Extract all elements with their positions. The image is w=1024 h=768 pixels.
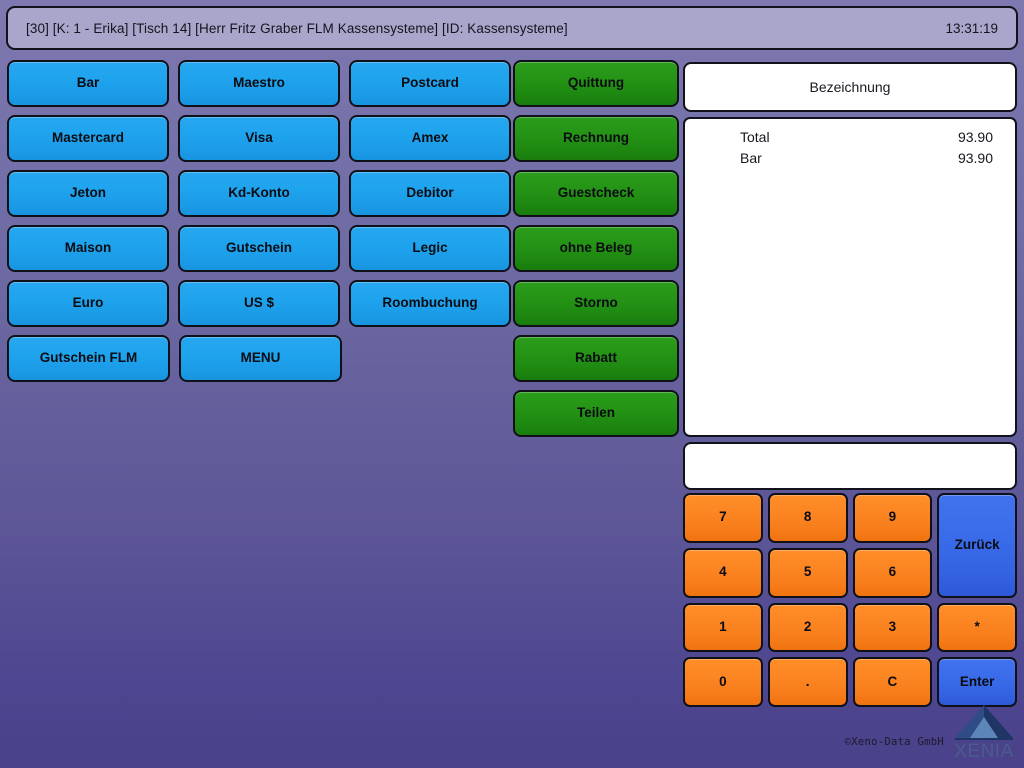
receipt-row-amount: 93.90 [957,150,993,166]
payment-button-visa[interactable]: Visa [178,115,340,162]
receipt-row-label: Bar [740,150,762,166]
receipt-header-label: Bezeichnung [809,79,891,95]
action-button-storno[interactable]: Storno [513,280,679,327]
branding: ©Xeno-Data GmbH XENIA [845,704,1016,764]
keypad-5[interactable]: 5 [767,547,848,598]
keypad-0[interactable]: 0 [683,657,763,707]
keypad-2[interactable]: 2 [767,602,848,653]
xenia-logo: XENIA [952,704,1016,764]
payment-button-menu[interactable]: MENU [179,335,342,382]
payment-button-jeton[interactable]: Jeton [7,170,169,217]
keypad-enter[interactable]: Enter [937,657,1017,707]
payment-button-gutschein[interactable]: Gutschein [178,225,340,272]
keypad-8[interactable]: 8 [767,493,848,543]
payment-button-roombuchung[interactable]: Roombuchung [349,280,511,327]
titlebar-clock: 13:31:19 [945,20,998,36]
payment-button-maison[interactable]: Maison [7,225,169,272]
action-button-guestcheck[interactable]: Guestcheck [513,170,679,217]
payment-button-legic[interactable]: Legic [349,225,511,272]
action-button-rabatt[interactable]: Rabatt [513,335,679,382]
payment-button-bar[interactable]: Bar [7,60,169,107]
keypad-9[interactable]: 9 [852,493,933,543]
titlebar: [30] [K: 1 - Erika] [Tisch 14] [Herr Fri… [6,6,1018,50]
pyramid-logo-icon [955,705,1013,740]
keypad-decimal[interactable]: . [767,657,848,707]
receipt-header: Bezeichnung [683,62,1017,112]
action-button-rechnung[interactable]: Rechnung [513,115,679,162]
keypad-clear[interactable]: C [852,657,933,707]
action-button-ohne-beleg[interactable]: ohne Beleg [513,225,679,272]
keypad-7[interactable]: 7 [683,493,763,543]
keypad-asterisk[interactable]: * [937,602,1017,653]
numeric-display-field[interactable] [683,442,1017,490]
keypad-1[interactable]: 1 [683,602,763,653]
payment-button-debitor[interactable]: Debitor [349,170,511,217]
payment-button-kd-konto[interactable]: Kd-Konto [178,170,340,217]
payment-button-maestro[interactable]: Maestro [178,60,340,107]
keypad-zur-ck[interactable]: Zurück [937,493,1017,598]
xenia-logo-text: XENIA [954,741,1014,762]
action-button-teilen[interactable]: Teilen [513,390,679,437]
keypad-3[interactable]: 3 [852,602,933,653]
payment-button-amex[interactable]: Amex [349,115,511,162]
payment-button-mastercard[interactable]: Mastercard [7,115,169,162]
payment-button-postcard[interactable]: Postcard [349,60,511,107]
receipt-row[interactable]: Bar 93.90 [740,148,993,169]
payment-button-euro[interactable]: Euro [7,280,169,327]
payment-button-us[interactable]: US $ [178,280,340,327]
keypad-4[interactable]: 4 [683,547,763,598]
receipt-row-amount: 93.90 [957,129,993,145]
payment-button-gutschein-flm[interactable]: Gutschein FLM [7,335,170,382]
receipt-row[interactable]: Total 93.90 [740,127,993,148]
titlebar-info: [30] [K: 1 - Erika] [Tisch 14] [Herr Fri… [26,20,568,36]
keypad-6[interactable]: 6 [852,547,933,598]
action-button-quittung[interactable]: Quittung [513,60,679,107]
copyright-text: ©Xeno-Data GmbH [844,736,944,748]
receipt-row-label: Total [740,129,770,145]
